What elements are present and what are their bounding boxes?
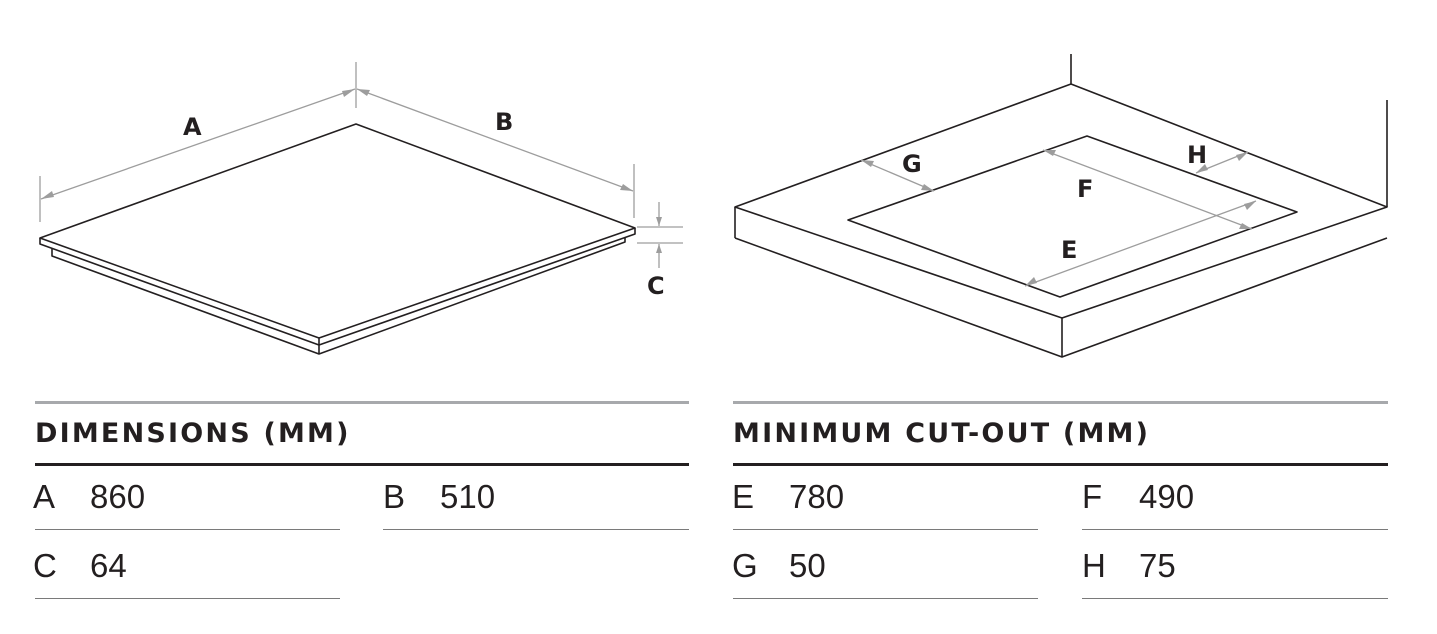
dimension-key: A — [33, 478, 56, 515]
dimension-line-b — [356, 88, 634, 192]
cutout-row-h: H 75 — [1082, 547, 1176, 585]
dimension-value: 510 — [440, 478, 496, 515]
row-divider — [383, 529, 689, 530]
dimension-value: 860 — [90, 478, 146, 515]
cutout-key: E — [732, 478, 755, 515]
dimension-row-b: B 510 — [383, 478, 495, 516]
dimension-value: 64 — [90, 547, 127, 584]
dimension-row-a: A 860 — [33, 478, 145, 516]
row-divider — [733, 529, 1038, 530]
cutout-header-rule — [733, 463, 1388, 466]
dimension-line-e — [1024, 200, 1257, 287]
dimension-key: C — [33, 547, 57, 584]
dimension-line-g — [860, 159, 935, 192]
cutout-value: 490 — [1139, 478, 1195, 515]
cutout-row-f: F 490 — [1082, 478, 1194, 516]
row-divider — [35, 598, 340, 599]
label-a: A — [183, 113, 202, 141]
row-divider — [1082, 598, 1388, 599]
row-divider — [35, 529, 340, 530]
cutout-value: 780 — [789, 478, 845, 515]
dimensions-top-rule — [35, 401, 689, 404]
row-divider — [1082, 529, 1388, 530]
cutout-key: F — [1082, 478, 1103, 515]
label-e: E — [1061, 236, 1077, 264]
cutout-value: 50 — [789, 547, 826, 584]
dimension-row-c: C 64 — [33, 547, 127, 585]
label-f: F — [1077, 175, 1093, 203]
label-h: H — [1187, 141, 1207, 169]
dimensions-title: DIMENSIONS (MM) — [35, 418, 351, 449]
dimension-key: B — [383, 478, 406, 515]
cutout-key: G — [732, 547, 758, 584]
cutout-opening — [847, 135, 1298, 298]
cutout-value: 75 — [1139, 547, 1176, 584]
cutout-row-e: E 780 — [732, 478, 844, 516]
row-divider — [733, 598, 1038, 599]
cutout-top-rule — [733, 401, 1388, 404]
dimensions-header-rule — [35, 463, 689, 466]
cutout-title: MINIMUM CUT-OUT (MM) — [733, 418, 1151, 449]
cutout-row-g: G 50 — [732, 547, 826, 585]
cutout-key: H — [1082, 547, 1106, 584]
label-c: C — [647, 272, 665, 300]
dimension-line-a — [40, 88, 356, 200]
worktop-top-face — [734, 83, 1388, 319]
hob-top-surface — [39, 123, 636, 339]
label-b: B — [495, 108, 513, 136]
label-g: G — [902, 150, 922, 178]
dimension-line-f — [1042, 149, 1253, 230]
